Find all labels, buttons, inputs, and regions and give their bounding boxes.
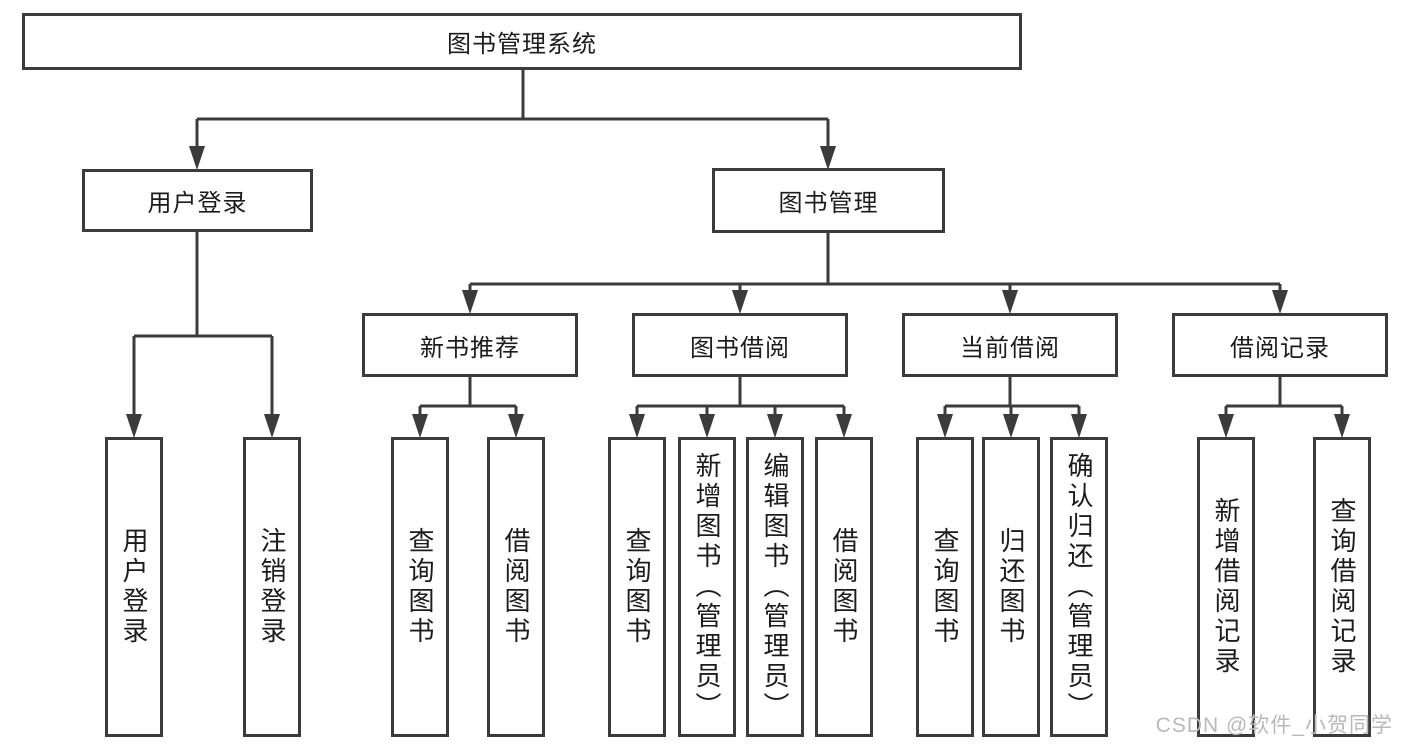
- csdn-watermark: CSDN @软件_小贺同学: [1155, 714, 1393, 737]
- leaf-current-confirm-return-admin: 确认归还（管理员）: [1050, 437, 1108, 737]
- connector-bookborrow-to-leaves: [635, 377, 846, 416]
- leaf-newbooks-borrow-books: 借阅图书: [487, 437, 545, 737]
- leaf-logout: 注销登录: [243, 437, 301, 737]
- leaf-borrowing-edit-books-admin: 编辑图书（管理员）: [746, 437, 804, 737]
- node-current-borrowing: 当前借阅: [902, 313, 1118, 377]
- leaf-current-query-books: 查询图书: [916, 437, 974, 737]
- leaf-borrowing-borrow-books: 借阅图书: [815, 437, 873, 737]
- node-borrowing-records: 借阅记录: [1172, 313, 1388, 377]
- connector-userlogin-to-leaves: [132, 232, 274, 416]
- connector-newbooks-to-leaves: [418, 377, 518, 416]
- node-new-book-recommend: 新书推荐: [362, 313, 578, 377]
- leaf-user-login: 用户登录: [105, 437, 163, 737]
- connector-root-to-level2: [195, 70, 830, 148]
- connector-borrowrecords-to-leaves: [1224, 377, 1344, 416]
- leaf-borrowing-add-books-admin: 新增图书（管理员）: [678, 437, 736, 737]
- leaf-current-return-books: 归还图书: [982, 437, 1040, 737]
- connector-bookmgmt-to-level3: [468, 233, 1282, 292]
- node-book-management: 图书管理: [712, 168, 945, 233]
- arrowheads: [126, 146, 1350, 438]
- leaf-records-query-record: 查询借阅记录: [1313, 437, 1371, 737]
- leaf-newbooks-query-books: 查询图书: [391, 437, 449, 737]
- node-user-login: 用户登录: [82, 169, 313, 232]
- node-root-title: 图书管理系统: [22, 13, 1022, 70]
- leaf-records-add-record: 新增借阅记录: [1197, 437, 1255, 737]
- leaf-borrowing-query-books: 查询图书: [608, 437, 666, 737]
- connector-currentborrow-to-leaves: [943, 377, 1081, 416]
- node-book-borrowing: 图书借阅: [632, 313, 848, 377]
